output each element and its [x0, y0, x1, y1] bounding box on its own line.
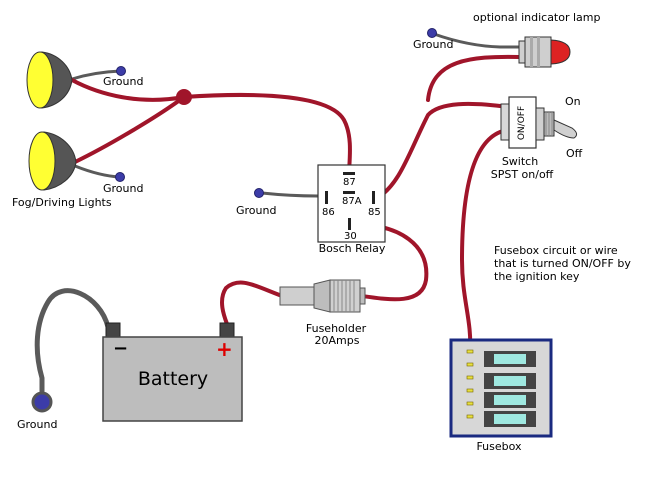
- switch-toggle-lever: [553, 119, 578, 139]
- fog-light-bottom: [28, 131, 77, 191]
- fusebox-note-line-3: the ignition key: [494, 270, 580, 283]
- wire-fuseholder-to-battery: [220, 280, 284, 326]
- wire-junction: [176, 89, 192, 105]
- fog-lights-label: Fog/Driving Lights: [12, 196, 112, 209]
- ground-wire-relay: [260, 191, 320, 198]
- ground-label-battery: Ground: [17, 418, 58, 431]
- relay-name-label: Bosch Relay: [318, 242, 386, 255]
- indicator-lamp: [518, 36, 571, 68]
- ground-terminal-fog-bottom: [115, 172, 125, 182]
- switch-spst: [500, 96, 578, 149]
- fusebox-note-line-1: Fusebox circuit or wire: [494, 244, 618, 257]
- fuseholder-title-label: Fuseholder: [305, 322, 367, 335]
- ground-label-relay: Ground: [236, 204, 277, 217]
- ground-wire-indicator: [432, 32, 521, 49]
- fuseholder-rating-label: 20Amps: [314, 334, 360, 347]
- battery: [102, 322, 243, 422]
- fusebox-label: Fusebox: [476, 440, 522, 453]
- relay-pin-30-blade: [348, 218, 351, 230]
- bosch-relay: [317, 164, 386, 243]
- battery-negative-post: [105, 322, 121, 338]
- ground-wire-battery: [34, 288, 111, 401]
- ground-label-fog-top: Ground: [103, 75, 144, 88]
- fuseholder: [279, 279, 366, 313]
- ground-label-indicator: Ground: [413, 38, 454, 51]
- ground-terminal-fog-top: [116, 66, 126, 76]
- switch-type-label: SPST on/off: [490, 168, 554, 181]
- ground-terminals: [31, 28, 437, 413]
- fusebox-contacts: [466, 349, 474, 419]
- wire-junction-to-relay-87: [182, 93, 352, 174]
- wire-relay-85-to-switch: [375, 101, 510, 200]
- battery-positive-post: [219, 322, 235, 338]
- relay-pin-86-blade: [325, 191, 328, 204]
- relay-pin-85-label: 85: [368, 207, 381, 218]
- switch-title-label: Switch: [501, 155, 539, 168]
- fusebox-fuses: [484, 351, 536, 427]
- ground-terminal-battery: [31, 391, 53, 413]
- wire-top-lamp-to-junction: [70, 78, 186, 102]
- relay-pin-87-label: 87: [343, 177, 356, 188]
- fusebox: [449, 338, 553, 438]
- battery-minus-label: −: [113, 338, 129, 359]
- ground-label-fog-bottom: Ground: [103, 182, 144, 195]
- relay-pin-85-blade: [372, 191, 375, 204]
- switch-on-label: On: [565, 95, 581, 108]
- fusebox-note-line-2: that is turned ON/OFF by: [494, 257, 631, 270]
- fog-light-top: [26, 51, 73, 109]
- wire-indicator-to-switch: [426, 54, 521, 102]
- switch-off-label: Off: [566, 147, 583, 160]
- relay-pin-87a-blade: [343, 191, 355, 194]
- indicator-lamp-label: optional indicator lamp: [473, 11, 601, 24]
- wire-relay-30-to-fuseholder: [353, 222, 429, 302]
- relay-pin-86-label: 86: [322, 207, 335, 218]
- ground-wire-fog-bottom: [73, 164, 122, 179]
- fusebox-note: Fusebox circuit or wire that is turned O…: [494, 244, 631, 283]
- ground-terminal-relay: [254, 188, 264, 198]
- relay-pin-87a-label: 87A: [342, 196, 362, 207]
- battery-plus-label: +: [216, 337, 233, 361]
- relay-pin-30-label: 30: [344, 231, 357, 242]
- wire-junction-to-bottom-lamp: [73, 95, 186, 164]
- relay-pin-87-blade: [343, 172, 355, 175]
- switch-face-label: ON/OFF: [517, 105, 528, 141]
- battery-label: Battery: [137, 368, 209, 390]
- wire-switch-to-fusebox: [460, 128, 510, 354]
- ground-terminal-indicator: [427, 28, 437, 38]
